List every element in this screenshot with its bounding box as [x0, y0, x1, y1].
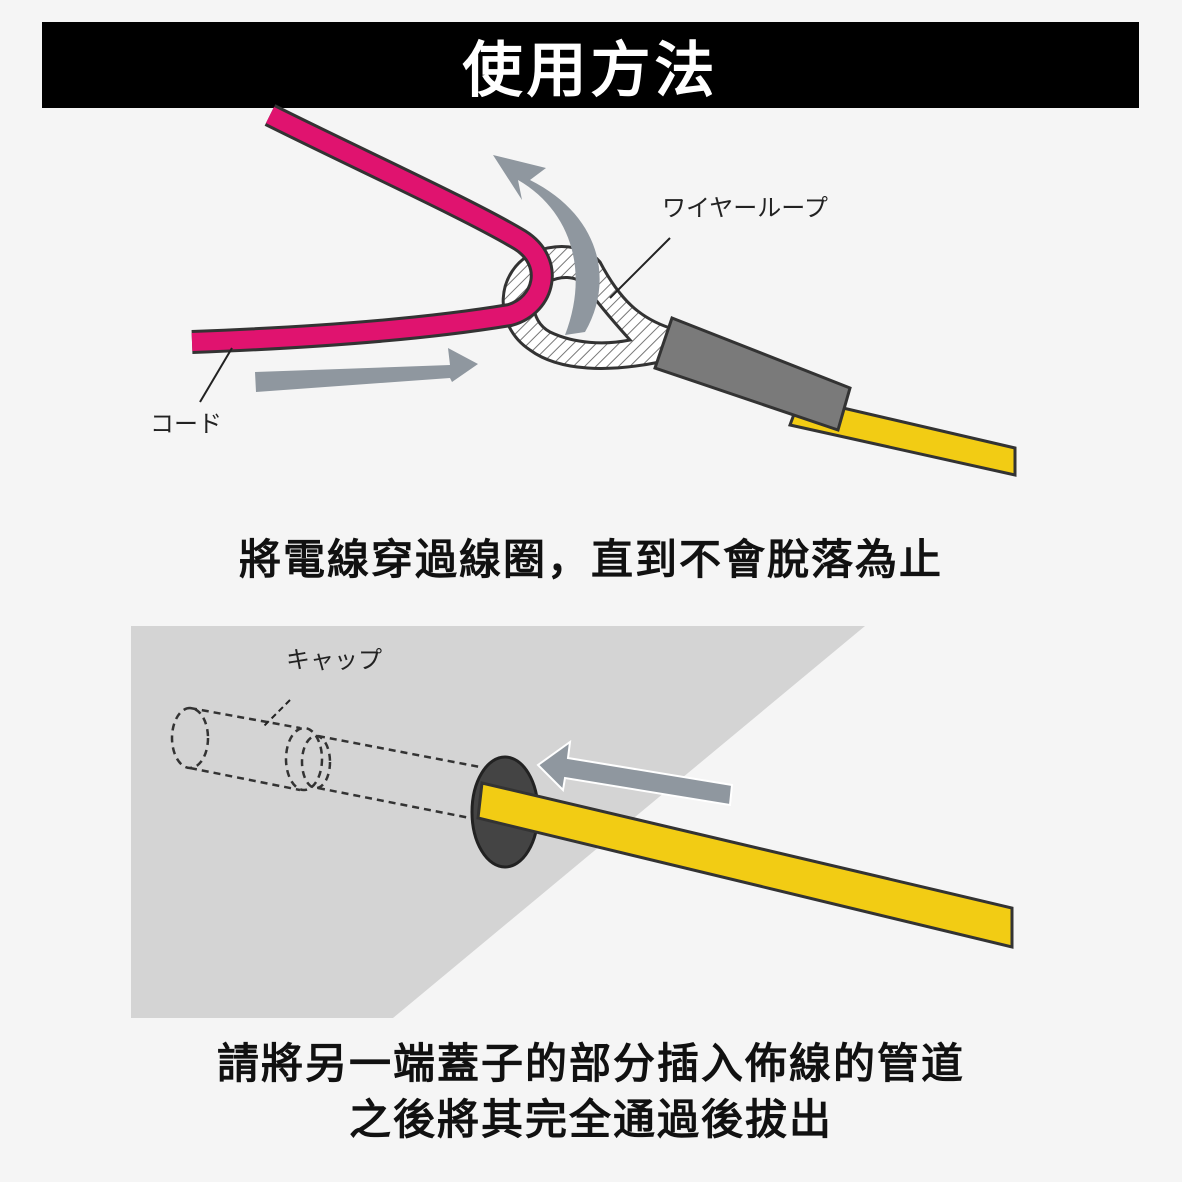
title-bar: 使用方法 [42, 22, 1139, 108]
cap-hidden-outline [170, 706, 481, 822]
step2-caption-line2: 之後將其完全通過後拔出 [348, 1095, 833, 1144]
curved-arrow [493, 155, 600, 335]
cord-leader [199, 347, 233, 403]
step1-illustration: ワイヤーループ コード [150, 104, 1017, 477]
page-title: 使用方法 [462, 35, 719, 106]
cap-leader [261, 699, 291, 729]
step1-caption: 將電線穿過線圈，直到不會脫落為止 [238, 535, 943, 584]
cap-label: キャップ [286, 646, 382, 674]
step2-illustration: キャップ [131, 626, 1014, 1018]
rod-inserted [476, 781, 1014, 949]
cord-label: コード [150, 410, 222, 438]
insert-arrow [536, 739, 734, 807]
crimp-sleeve [653, 316, 852, 432]
wire-loop-label: ワイヤーループ [662, 194, 828, 222]
step2-caption: 請將另一端蓋子的部分插入佈線的管道 之後將其完全通過後拔出 [0, 1036, 1182, 1148]
straight-arrow [255, 348, 478, 392]
step2-caption-line1: 請將另一端蓋子的部分插入佈線的管道 [216, 1039, 965, 1088]
wire-loop-leader [609, 237, 671, 299]
